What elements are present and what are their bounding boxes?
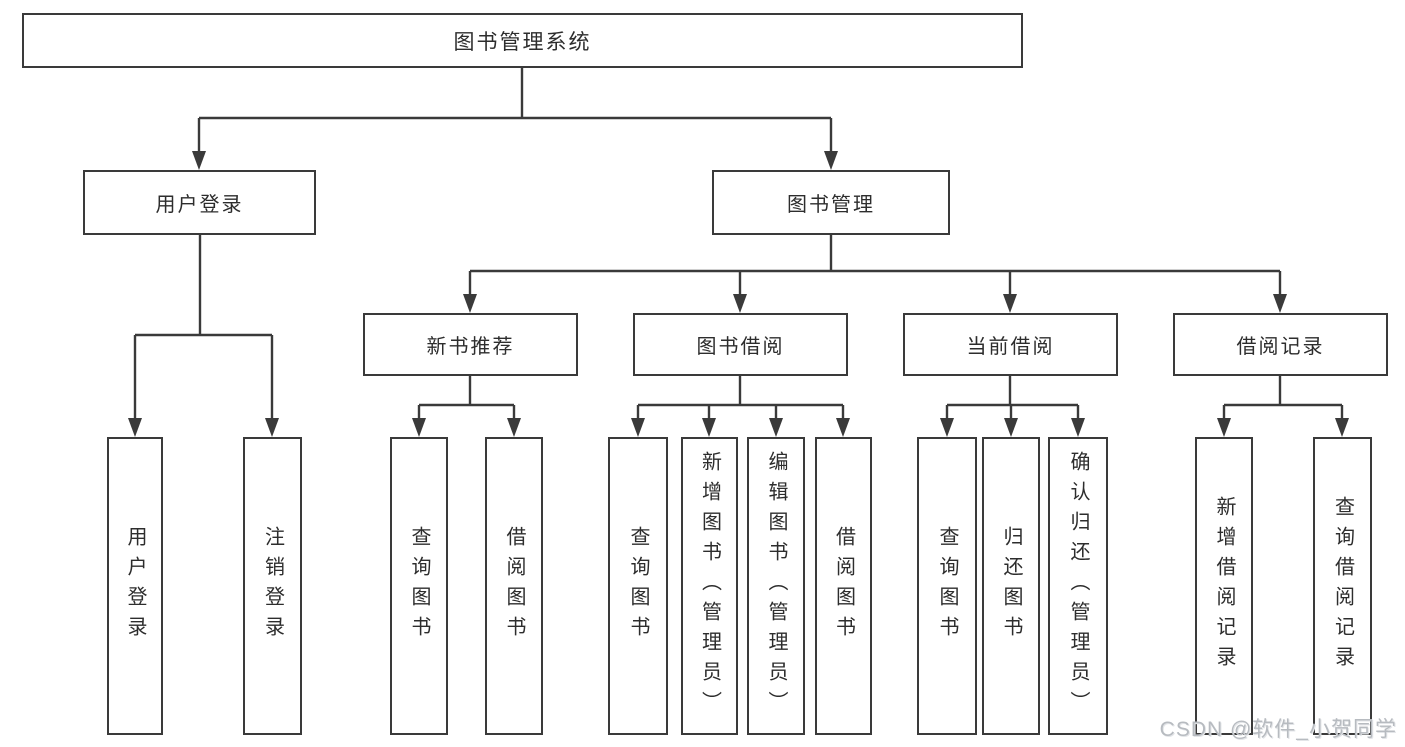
node-book-management: 图书管理	[712, 170, 950, 235]
leaf-return-books: 归还图书	[982, 437, 1040, 735]
node-root-label: 图书管理系统	[453, 30, 592, 54]
leaf-return-books-label: 归还图书	[1000, 526, 1022, 646]
leaf-user-login: 用户登录	[107, 437, 163, 735]
leaf-query-borrow-record: 查询借阅记录	[1313, 437, 1372, 735]
leaf-newbooks-borrow-books-label: 借阅图书	[503, 526, 525, 646]
node-book-borrow-label: 图书借阅	[696, 336, 785, 358]
connector-root-to-level2	[197, 68, 833, 156]
node-current-borrow-label: 当前借阅	[966, 336, 1055, 358]
leaf-logout: 注销登录	[243, 437, 302, 735]
node-borrow-records-label: 借阅记录	[1236, 336, 1325, 358]
node-user-login: 用户登录	[83, 170, 316, 235]
node-new-book-recommend-label: 新书推荐	[426, 336, 515, 358]
leaf-edit-books-admin-label: 编辑图书（管理员）	[765, 451, 787, 721]
csdn-watermark: CSDN @软件_小贺同学	[1159, 718, 1397, 741]
leaf-newbooks-borrow-books: 借阅图书	[485, 437, 543, 735]
leaf-borrow-query-books-label: 查询图书	[627, 526, 649, 646]
leaf-add-books-admin: 新增图书（管理员）	[681, 437, 738, 735]
node-book-management-label: 图书管理	[787, 194, 875, 216]
leaf-confirm-return-admin-label: 确认归还（管理员）	[1067, 451, 1089, 721]
leaf-edit-books-admin: 编辑图书（管理员）	[747, 437, 805, 735]
leaf-add-books-admin-label: 新增图书（管理员）	[698, 451, 721, 721]
arrowheads	[128, 151, 1349, 437]
node-current-borrow: 当前借阅	[903, 313, 1118, 376]
leaf-logout-label: 注销登录	[261, 526, 284, 646]
connector-new-books-to-leaves	[417, 376, 516, 423]
connector-book-borrow-to-leaves	[636, 376, 845, 423]
leaf-current-query-books-label: 查询图书	[936, 526, 958, 646]
node-new-book-recommend: 新书推荐	[363, 313, 578, 376]
node-user-login-label: 用户登录	[155, 194, 244, 216]
connector-book-mgmt-to-level3	[468, 235, 1282, 299]
leaf-newbooks-query-books: 查询图书	[390, 437, 448, 735]
leaf-borrow-books: 借阅图书	[815, 437, 872, 735]
leaf-add-borrow-record-label: 新增借阅记录	[1213, 496, 1235, 676]
leaf-confirm-return-admin: 确认归还（管理员）	[1048, 437, 1108, 735]
leaf-newbooks-query-books-label: 查询图书	[408, 526, 430, 646]
node-borrow-records: 借阅记录	[1173, 313, 1388, 376]
connector-current-borrow-to-leaves	[945, 376, 1080, 423]
node-root: 图书管理系统	[22, 13, 1023, 68]
leaf-borrow-books-label: 借阅图书	[832, 526, 855, 646]
connector-user-login-to-leaves	[133, 235, 274, 423]
connector-borrow-records-to-leaves	[1222, 376, 1344, 423]
leaf-user-login-label: 用户登录	[124, 526, 146, 646]
node-book-borrow: 图书借阅	[633, 313, 848, 376]
leaf-current-query-books: 查询图书	[917, 437, 977, 735]
leaf-query-borrow-record-label: 查询借阅记录	[1331, 496, 1354, 676]
leaf-borrow-query-books: 查询图书	[608, 437, 668, 735]
leaf-add-borrow-record: 新增借阅记录	[1195, 437, 1253, 735]
